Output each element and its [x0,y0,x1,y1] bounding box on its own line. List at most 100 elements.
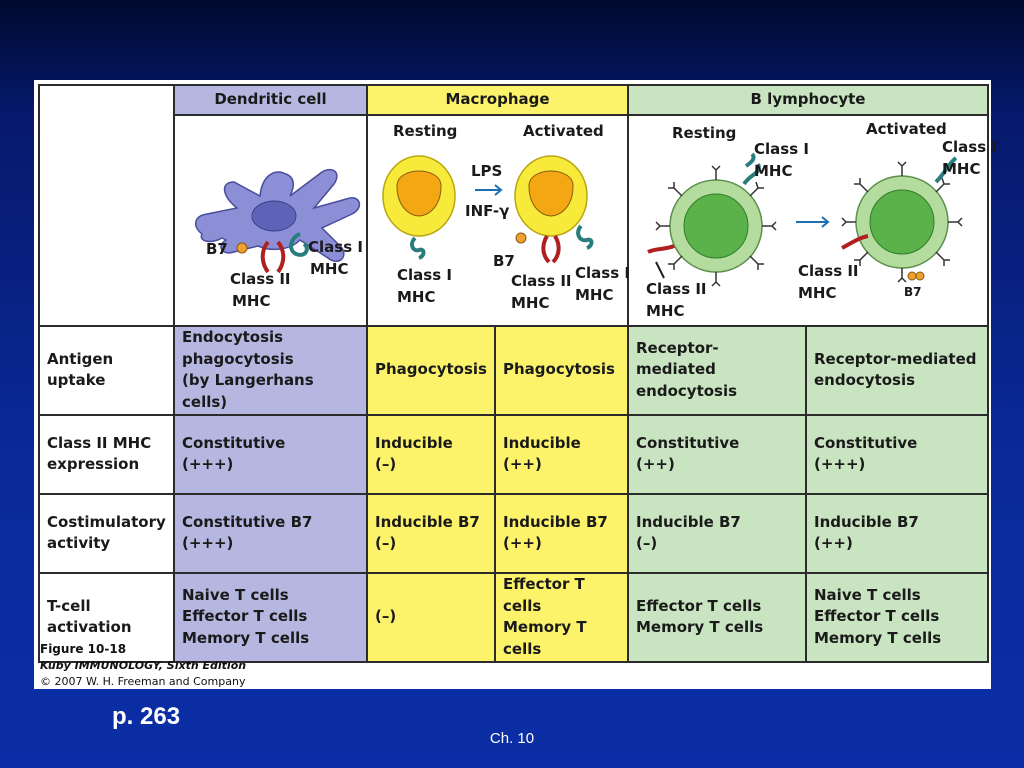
cell-b-resting: Inducible B7 (–) [627,492,807,574]
dc-class-ii-mhc-label: MHC [232,292,271,310]
cell-line: Memory T cells [814,629,942,648]
cell-line: Constitutive [182,433,286,452]
cell-b-activated: Receptor-mediated endocytosis [804,324,990,416]
b-rest-class-i-mhc-label: MHC [754,162,793,180]
cell-dendritic: Constitutive (+++) [173,413,368,495]
page-reference: p. 263 [112,703,181,730]
header-b-lymphocyte: B lymphocyte [626,84,990,116]
dc-class-i-label: Class I [308,238,363,256]
cell-line: Receptor-mediated [814,349,977,368]
row-label: Antigen uptake [38,324,175,416]
row-label: T-cell activation [38,571,175,663]
cell-line: Naive T cells [182,585,289,604]
cell-line: Constitutive [814,433,918,452]
lps-label: LPS [471,162,502,180]
cell-line: Phagocytosis [375,360,487,379]
dc-class-i-mhc-label: MHC [310,260,349,278]
cell-line: Endocytosis [182,327,284,346]
apc-comparison-table: Dendritic cell Macrophage B lymphocyte B… [38,84,997,663]
cell-line: Costimulatory [47,512,166,531]
cell-line: Memory T cells [182,629,310,648]
cell-line: Constitutive B7 [182,512,313,531]
macrophage-resting-label: Resting [393,122,457,140]
cell-line: expression [47,455,140,474]
dendritic-cell-illustration: B7 Class I MHC Class II MHC [173,114,368,327]
cell-line: endocytosis [814,371,916,390]
cell-line: (–) [375,607,397,626]
copyright: © 2007 W. H. Freeman and Company [40,675,246,688]
mp-b7-label: B7 [493,252,515,270]
figure-number: Figure 10-18 [40,642,127,656]
cell-line: Naive T cells [814,585,921,604]
b-rest-class-i-label: Class I [754,140,809,158]
macrophage-activated-label: Activated [523,122,604,140]
cell-line: Inducible B7 [636,512,741,531]
cell-line: (++) [814,534,853,553]
cell-dendritic: Constitutive B7 (+++) [173,492,368,574]
cell-line: activation [47,618,132,637]
b-act-class-i-mhc-label: MHC [942,160,981,178]
dc-class-ii-label: Class II [230,270,291,288]
figure-caption: Figure 10-18 Kuby IMMUNOLOGY, Sixth Edit… [40,642,246,688]
cell-line: Inducible B7 [503,512,608,531]
mp-act-class-ii-mhc-label: MHC [511,294,550,312]
b-rest-class-ii-mhc-label: MHC [646,302,685,318]
header-macrophage: Macrophage [366,84,629,116]
cell-macrophage-activated: Inducible B7 (++) [494,492,629,574]
cell-line: Antigen [47,349,114,368]
cell-line: Effector T cells [636,596,762,615]
cell-line: Inducible [375,433,453,452]
cell-line: Class II MHC [47,433,152,452]
macrophage-illustration: Resting Activated LPS INF-γ B7 Class I M… [366,114,630,327]
cell-line: Effector T cells [814,607,940,626]
cell-line: Memory T cells [636,618,764,637]
cell-line: (+++) [182,534,234,553]
cell-b-activated: Constitutive (+++) [804,413,990,495]
cell-line: (–) [375,534,397,553]
cell-line: endocytosis [636,382,738,401]
corner-cell [38,84,175,327]
cell-line: Memory T cells [503,618,587,658]
cell-line: (by Langerhans cells) [182,371,314,411]
cell-line: Phagocytosis [503,360,615,379]
cell-line: Effector T cells [182,607,308,626]
cell-line: (–) [636,534,658,553]
b-lymphocyte-illustration: Resting Activated [626,114,997,327]
b-rest-class-ii-label: Class II [646,280,707,298]
cell-line: Effector T cells [503,574,585,615]
b-act-class-i-label: Class I [942,138,996,156]
book-title: Kuby IMMUNOLOGY, Sixth Edition [40,659,247,672]
row-label: Class II MHC expression [38,413,175,495]
cell-line: T-cell [47,596,91,615]
b-resting-label: Resting [672,124,736,142]
cell-line: uptake [47,371,106,390]
cell-macrophage-resting: Inducible (–) [366,413,496,495]
table-row: Class II MHC expression Constitutive (+++) I… [38,413,990,495]
cell-line: Constitutive [636,433,740,452]
mp-act-class-ii-label: Class II [511,272,572,290]
b-act-class-ii-mhc-label: MHC [798,284,837,302]
cell-line: (++) [503,534,542,553]
cell-line: (++) [636,455,675,474]
figure-panel: Dendritic cell Macrophage B lymphocyte B… [34,80,997,689]
mp-rest-class-i-mhc-label: MHC [397,288,436,306]
inf-gamma-label: INF-γ [465,202,509,220]
cell-line: (+++) [182,455,234,474]
cell-line: (–) [375,455,397,474]
cell-line: (+++) [814,455,866,474]
chapter-label: Ch. 10 [489,730,535,747]
b-act-class-ii-label: Class II [798,262,859,280]
cell-macrophage-resting: (–) [366,571,496,663]
b-act-b7-label: B7 [904,285,922,299]
cell-line: Receptor-mediated [636,338,719,379]
mp-act-class-i-mhc-label: MHC [575,286,614,304]
cell-line: (++) [503,455,542,474]
